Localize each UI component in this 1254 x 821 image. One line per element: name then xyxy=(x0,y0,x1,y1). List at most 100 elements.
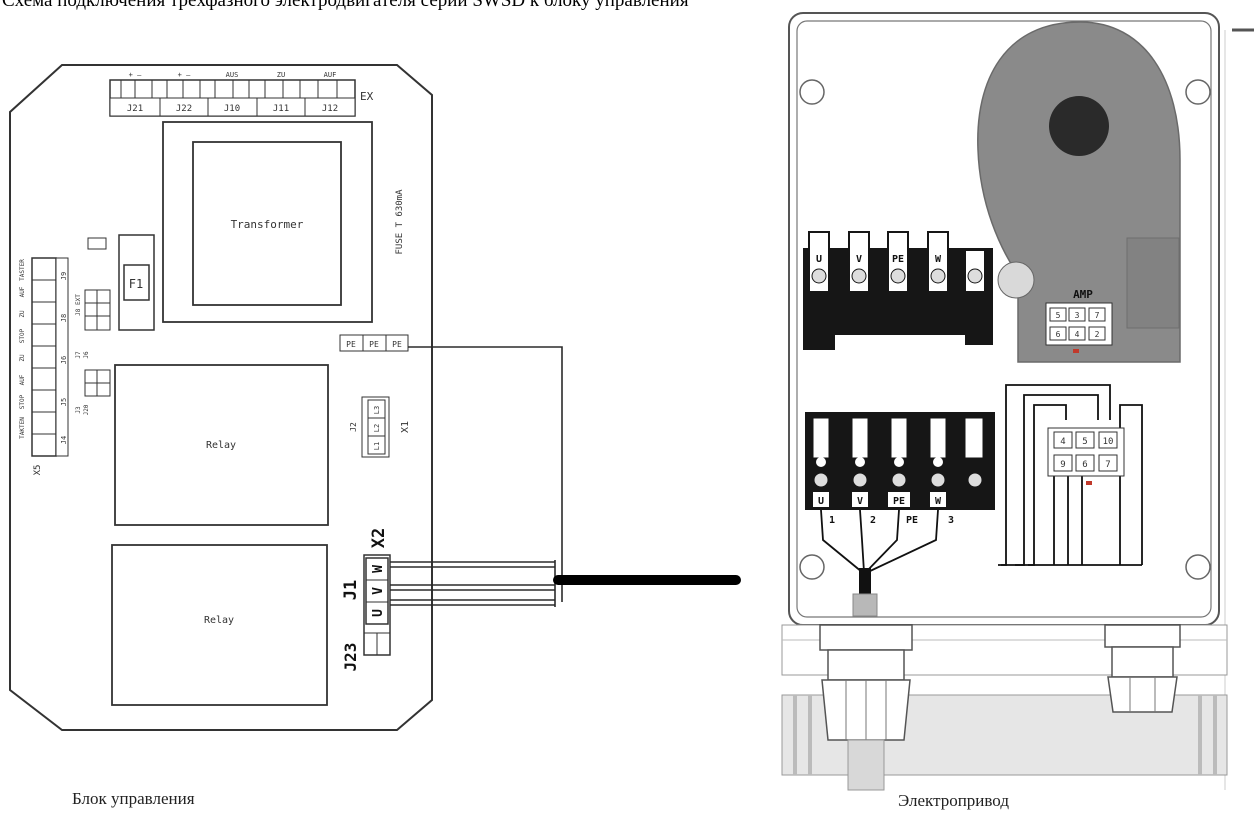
limit-switch-wiring xyxy=(998,384,1143,566)
pin-label-1: 4 xyxy=(1060,437,1065,447)
mains-label-l2: L2 xyxy=(373,424,381,432)
upper-terminal-label-v: V xyxy=(856,254,862,265)
x5-j-label-4: J5 xyxy=(60,398,68,406)
amp-pin-6: 2 xyxy=(1095,330,1100,339)
upper-terminal-label-u: U xyxy=(816,254,822,265)
pin-label-4: 9 xyxy=(1060,460,1065,470)
pin-label-3: 10 xyxy=(1103,437,1114,447)
ex-header-label-1: + – xyxy=(129,71,142,79)
x5-func-label-1: TASTER xyxy=(19,259,26,281)
page-title: Схема подключения трёхфазного электродви… xyxy=(2,0,689,11)
ex-header-label-5: AUF xyxy=(324,71,337,79)
x2-label: X2 xyxy=(369,528,389,548)
relay-bottom-label: Relay xyxy=(204,615,234,626)
screw-hole-top-right xyxy=(1185,79,1211,105)
lower-terminal-block: U V PE W xyxy=(805,412,995,510)
x5-terminal-strip: TASTER AUF ZU STOP ZU AUF STOP TAKTEN J9… xyxy=(19,257,69,476)
lower-terminal-label-v: V xyxy=(857,496,863,507)
wire-number-1: 1 xyxy=(829,515,835,526)
idler-wheel xyxy=(997,261,1035,299)
pe-terminals: PE PE PE xyxy=(339,334,409,352)
motor-phase-u: U xyxy=(371,609,386,617)
cable-gland-left xyxy=(819,624,913,791)
actuator: AMP 5 3 7 6 4 2 xyxy=(781,12,1254,791)
lower-terminal-label-u: U xyxy=(818,496,824,507)
pe-label-1: PE xyxy=(346,340,356,349)
mains-label-l1: L1 xyxy=(373,442,381,450)
limit-switch-connector: 4 5 10 9 6 7 xyxy=(1047,427,1125,485)
upper-terminal-block: U V PE W xyxy=(803,231,993,350)
amp-pin-2: 3 xyxy=(1075,311,1080,320)
amp-pin-4: 6 xyxy=(1056,330,1061,339)
j1-label: J1 xyxy=(341,580,361,600)
cable-gland-right xyxy=(1104,624,1181,713)
x5-func-label-7: STOP xyxy=(19,394,26,409)
caption-control-unit: Блок управления xyxy=(72,789,195,808)
wire-number-3: 3 xyxy=(948,515,954,526)
ex-terminal-label-2: J22 xyxy=(176,104,192,114)
screw-hole-bottom-left xyxy=(799,554,825,580)
x5-j-label-2: J8 xyxy=(60,314,68,322)
relay-top: Relay xyxy=(114,364,329,526)
ex-group-label: EX xyxy=(360,90,374,103)
x5-func-label-6: AUF xyxy=(19,374,26,385)
motor-cover-plate xyxy=(1126,237,1180,329)
pe-label-3: PE xyxy=(392,340,402,349)
amp-label: AMP xyxy=(1073,288,1093,301)
screw-hole-top-left xyxy=(799,79,825,105)
amp-pin-3: 7 xyxy=(1095,311,1100,320)
fuse-label: F1 xyxy=(129,277,143,291)
lower-terminal-label-pe: PE xyxy=(893,496,905,507)
control-unit: + – + – AUS ZU AUF J21 J22 J10 J11 J12 E… xyxy=(9,64,741,731)
upper-terminal-label-w: W xyxy=(935,254,942,265)
pin-label-5: 6 xyxy=(1082,460,1087,470)
x5-j-label-5: J4 xyxy=(60,436,68,444)
motor-shaft xyxy=(1049,96,1109,156)
ex-terminal-label-1: J21 xyxy=(127,104,143,114)
actuator-motor-wiring xyxy=(820,509,939,573)
jumper-label-1: J8 EXT xyxy=(75,294,82,316)
wire-number-2: 2 xyxy=(870,515,876,526)
x5-j-label-1: J9 xyxy=(60,272,68,280)
upper-terminal-label-pe: PE xyxy=(892,254,904,265)
x5-label: X5 xyxy=(33,465,43,476)
mains-terminal-x1: L1 L2 L3 J2 X1 xyxy=(349,396,411,458)
fuse-f1: F1 xyxy=(118,234,155,331)
control-unit-wiring xyxy=(390,346,563,607)
ex-header-label-3: AUS xyxy=(226,71,239,79)
jumper-label-3: J6 xyxy=(83,351,90,359)
mains-x-label: X1 xyxy=(400,421,411,433)
mains-j-label: J2 xyxy=(349,422,358,432)
ex-terminal-label-3: J10 xyxy=(224,104,240,114)
pe-label-2: PE xyxy=(369,340,379,349)
pin-label-2: 5 xyxy=(1082,437,1087,447)
screw-hole-bottom-right xyxy=(1185,554,1211,580)
ex-terminal-label-4: J11 xyxy=(273,104,289,114)
cable-entry-grey xyxy=(852,593,878,617)
amp-pin-1: 5 xyxy=(1056,311,1061,320)
ex-terminal-label-5: J12 xyxy=(322,104,338,114)
j23-label: J23 xyxy=(341,643,360,672)
amp-connector: AMP 5 3 7 6 4 2 xyxy=(1045,288,1113,353)
cable-entry-black xyxy=(859,568,871,594)
transformer: Transformer xyxy=(162,121,373,323)
ex-header-label-4: ZU xyxy=(277,71,285,79)
jumper-label-5: J20 xyxy=(83,404,90,415)
transformer-label: Transformer xyxy=(231,218,304,231)
relay-top-label: Relay xyxy=(206,440,236,451)
jumper-blocks: J8 EXT J7 J6 J3 J20 xyxy=(75,237,111,415)
jumper-label-2: J7 xyxy=(75,351,82,359)
wire-number-pe: PE xyxy=(906,515,918,526)
motor-phase-w: W xyxy=(371,565,386,573)
x5-func-label-3: ZU xyxy=(19,310,26,318)
motor-phase-v: V xyxy=(371,587,386,595)
x5-func-label-4: STOP xyxy=(19,328,26,343)
relay-bottom: Relay xyxy=(111,544,328,706)
x5-func-label-8: TAKTEN xyxy=(19,417,26,439)
mains-label-l3: L3 xyxy=(373,406,381,414)
ex-header-label-2: + – xyxy=(178,71,191,79)
x5-func-label-5: ZU xyxy=(19,354,26,362)
x5-j-label-3: J6 xyxy=(60,356,68,364)
amp-pin-5: 4 xyxy=(1075,330,1080,339)
